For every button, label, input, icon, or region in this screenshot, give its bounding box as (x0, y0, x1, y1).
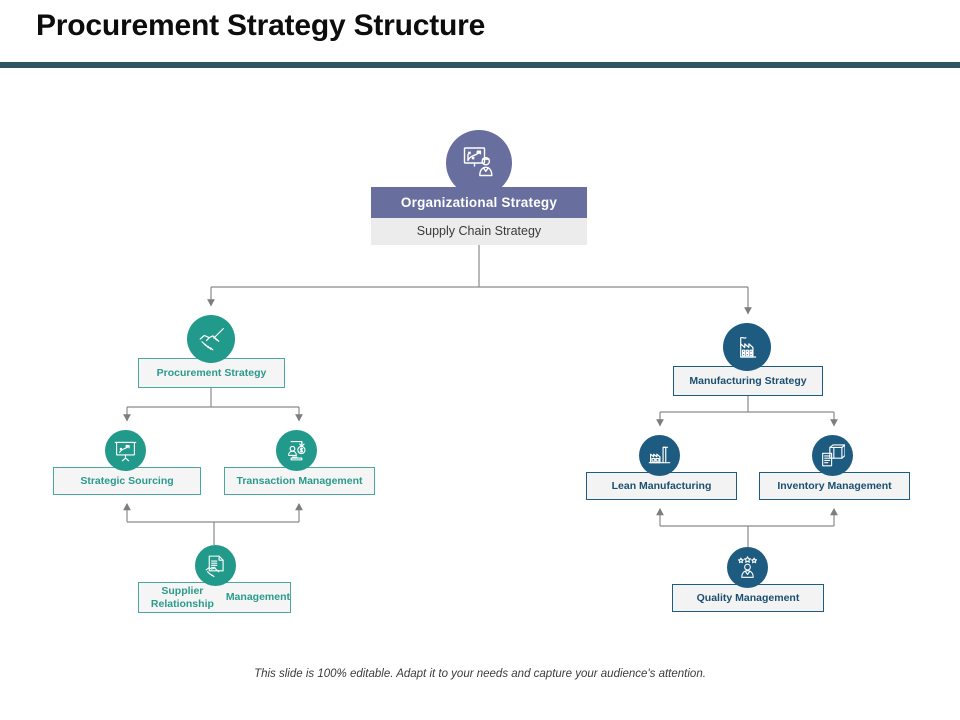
header-divider (0, 62, 960, 68)
transaction-icon (276, 430, 317, 471)
document-handshake-icon (195, 545, 236, 586)
node-label-transaction-management: Transaction Management (224, 467, 375, 495)
node-label-procurement-strategy: Procurement Strategy (138, 358, 285, 388)
node-label-supplier-relationship-management: Supplier Relationship Management (138, 582, 291, 613)
factory-icon (723, 323, 771, 371)
inventory-box-icon (812, 435, 853, 476)
slide-header: Procurement Strategy Structure (0, 0, 960, 70)
lean-factory-icon (639, 435, 680, 476)
sourcing-board-icon (105, 430, 146, 471)
node-sublabel-supply-chain-strategy: Supply Chain Strategy (371, 218, 587, 245)
node-label-lean-manufacturing: Lean Manufacturing (586, 472, 737, 500)
node-label-inventory-management: Inventory Management (759, 472, 910, 500)
node-label-manufacturing-strategy: Manufacturing Strategy (673, 366, 823, 396)
handshake-icon (187, 315, 235, 363)
quality-stars-person-icon (727, 547, 768, 588)
srm-label-line-2: Management (225, 591, 290, 604)
page-title: Procurement Strategy Structure (36, 9, 486, 42)
node-label-strategic-sourcing: Strategic Sourcing (53, 467, 201, 495)
strategy-presentation-icon (446, 130, 512, 196)
slide-footer-note: This slide is 100% editable. Adapt it to… (254, 668, 706, 680)
srm-label-line-1: Supplier Relationship (150, 585, 214, 610)
org-chart-diagram: Organizational Strategy Supply Chain Str… (0, 70, 960, 650)
node-label-quality-management: Quality Management (672, 584, 824, 612)
